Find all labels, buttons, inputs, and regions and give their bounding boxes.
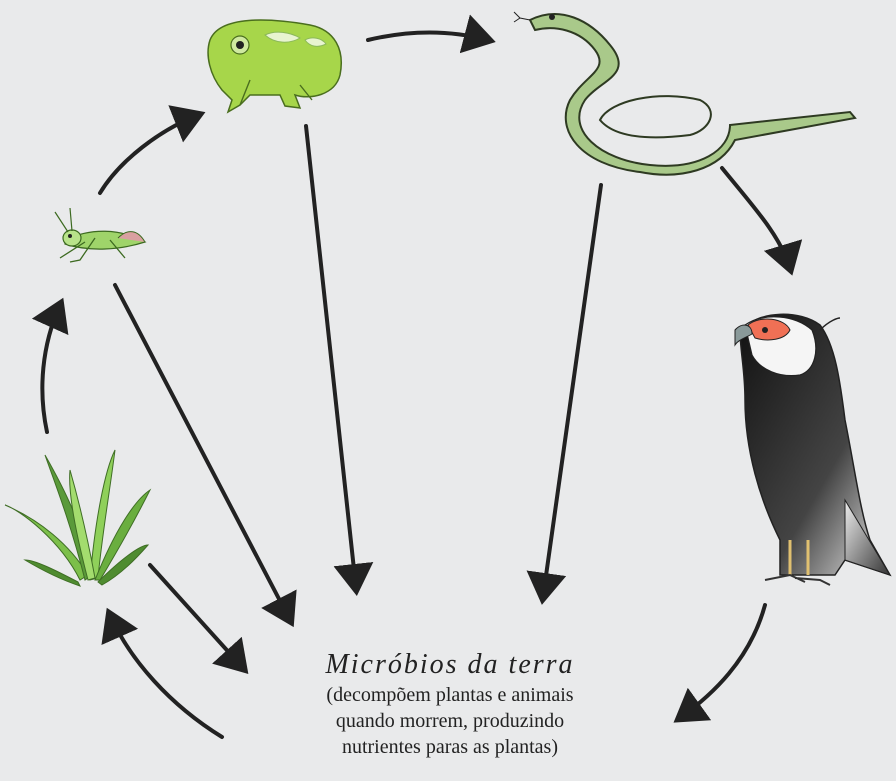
microbes-description-line-3: nutrientes paras as plantas) [250,734,650,760]
snake-icon [514,12,855,175]
arrow-bird-to-microbes [680,605,765,718]
frog-icon [208,20,341,112]
arrow-snake-to-microbes [543,185,601,597]
caracara-bird-icon [735,314,890,585]
grasshopper-icon [55,208,145,262]
plant-icon [5,450,150,586]
arrow-snake-to-bird [722,168,790,268]
arrow-grasshopper-to-frog [100,115,198,193]
arrow-plant-to-microbes [150,565,243,668]
microbes-description-line-1: (decompõem plantas e animais [250,682,650,708]
arrow-microbes-to-plant [110,615,222,737]
arrows [42,33,790,738]
microbes-title: Micróbios da terra [250,648,650,682]
microbes-description-line-2: quando morrem, produzindo [250,708,650,734]
arrow-frog-to-snake [368,33,488,41]
arrow-plant-to-grasshopper [42,305,60,432]
arrow-frog-to-microbes [306,126,356,588]
arrow-grasshopper-to-microbes [115,285,290,620]
microbes-caption: Micróbios da terra (decompõem plantas e … [250,648,650,760]
